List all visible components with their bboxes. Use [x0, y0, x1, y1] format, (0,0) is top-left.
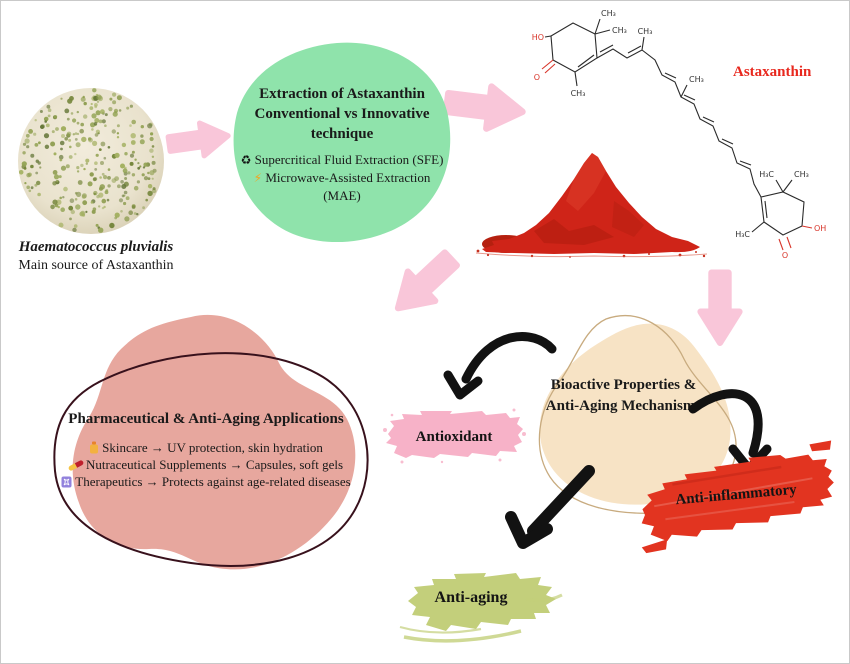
extraction-method-sfe: ♻ Supercritical Fluid Extraction (SFE) — [235, 151, 449, 169]
applications-item-nutraceutical-label: Nutraceutical Supplements → Capsules, so… — [85, 457, 344, 472]
dna-icon — [61, 476, 72, 488]
applications-title: Pharmaceutical & Anti-Aging Applications — [68, 411, 344, 427]
applications-item-nutraceutical: Nutraceutical Supplements → Capsules, so… — [53, 456, 359, 473]
structure-o2-label: O — [782, 251, 788, 260]
applications-outline — [53, 352, 369, 567]
flow-arrow-downleft-icon — [394, 249, 460, 312]
structure-ch3-label: CH₃ — [689, 75, 704, 84]
structure-ch3-label: CH₃ — [638, 27, 653, 36]
recycle-icon: ♻ — [240, 153, 252, 167]
antioxidant-brush-stroke — [383, 408, 526, 464]
flow-arrow-down-icon — [697, 269, 743, 346]
extraction-method-mae: ⚡ Microwave-Assisted Extraction — [235, 169, 449, 187]
applications-text-block: Pharmaceutical & Anti-Aging Applications… — [53, 411, 359, 490]
arrow-to-antioxidant-icon — [443, 332, 557, 400]
lightning-icon: ⚡ — [253, 171, 263, 185]
flow-arrow-right-2-icon — [442, 83, 526, 132]
antiaging-label: Anti-aging — [434, 589, 508, 606]
extraction-method-mae-label: Microwave-Assisted Extraction — [265, 170, 431, 185]
applications-item-skincare-label: Skincare → UV protection, skin hydration — [102, 440, 323, 455]
extraction-method-sfe-label: Supercritical Fluid Extraction (SFE) — [254, 152, 444, 167]
lotion-bottle-icon — [90, 441, 99, 454]
applications-blob — [53, 314, 369, 570]
structure-ch3-label: CH₃ — [571, 89, 586, 98]
antiinflammatory-brush-stroke — [641, 440, 834, 554]
astaxanthin-structure: HO O CH₃ CH₃ CH₃ CH₃ CH₃ H₃C CH₃ H₃C OH … — [532, 9, 827, 260]
flow-arrow-right-1-icon — [165, 120, 231, 159]
astaxanthin-powder-image — [475, 153, 708, 258]
structure-oh-label: OH — [814, 224, 826, 233]
structure-o-label: O — [534, 73, 540, 82]
source-caption: Main source of Astaxanthin — [18, 258, 174, 273]
bioactive-text-block: Bioactive Properties & Anti-Aging Mechan… — [521, 375, 726, 417]
structure-ch3-label: CH₃ — [612, 26, 627, 35]
extraction-title: Extraction of Astaxanthin — [259, 86, 425, 102]
antiinflammatory-brush: Anti-inflammatory — [630, 440, 843, 559]
haematococcus-image — [18, 88, 164, 234]
structure-h3c-label: H₃C — [735, 230, 750, 239]
antiaging-brush-stroke — [399, 573, 563, 643]
structure-h3c-label: H₃C — [759, 170, 774, 179]
extraction-method-mae-abbrev: (MAE) — [323, 188, 361, 203]
algae-dots — [18, 88, 157, 233]
antioxidant-brush: Antioxidant — [382, 404, 526, 466]
extraction-blob — [233, 42, 451, 243]
structure-ho-label: HO — [532, 33, 544, 42]
structure-ch3-label: CH₃ — [794, 170, 809, 179]
applications-item-skincare: Skincare → UV protection, skin hydration — [53, 439, 359, 456]
applications-item-therapeutics-label: Therapeutics → Protects against age-rela… — [75, 474, 351, 489]
arrow-to-antiaging-icon — [505, 465, 595, 549]
source-organism-name: Haematococcus pluvialis — [18, 239, 174, 255]
antioxidant-label: Antioxidant — [415, 429, 493, 445]
extraction-text-block: Extraction of Astaxanthin Conventional v… — [235, 85, 449, 204]
compound-name-label: Astaxanthin — [733, 64, 812, 80]
extraction-subtitle: Conventional vs Innovative technique — [254, 106, 430, 142]
applications-item-therapeutics: Therapeutics → Protects against age-rela… — [53, 473, 359, 490]
antiaging-brush: Anti-aging — [396, 559, 566, 654]
structure-ch3-label: CH₃ — [601, 9, 616, 18]
bioactive-title: Bioactive Properties & — [550, 377, 697, 393]
pill-icon — [68, 460, 84, 471]
bioactive-subtitle: Anti-Aging Mechanisms — [545, 398, 702, 414]
